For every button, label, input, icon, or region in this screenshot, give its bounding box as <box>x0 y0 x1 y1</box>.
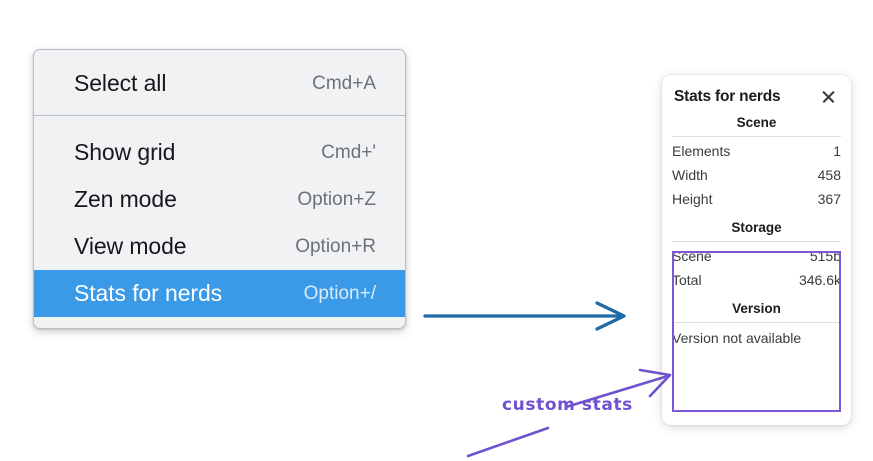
section-title-version: Version <box>732 301 781 316</box>
stat-key: Width <box>672 167 708 183</box>
menu-item-label: Stats for nerds <box>74 280 223 306</box>
stat-value: 346.6k <box>798 272 841 288</box>
menu-item-label: Select all <box>74 70 167 96</box>
stat-value: 367 <box>817 191 841 207</box>
section-title-storage: Storage <box>731 220 782 235</box>
menu-item-label: Zen mode <box>74 186 177 212</box>
stat-version-value: Version not available <box>672 330 802 346</box>
menu-item-shortcut: Option+Z <box>297 188 376 210</box>
stat-value: 458 <box>817 167 841 183</box>
stat-value: 1 <box>833 143 841 159</box>
menu-item-select-all[interactable]: Select all Cmd+A <box>34 60 405 107</box>
section-title-scene: Scene <box>736 115 777 130</box>
menu-item-shortcut: Cmd+' <box>321 141 376 163</box>
stats-panel-title: Stats for nerds <box>674 88 781 105</box>
stat-key: Height <box>672 191 713 207</box>
menu-group-1: Select all Cmd+A <box>34 50 405 115</box>
menu-item-shortcut: Option+R <box>295 235 376 257</box>
menu-divider <box>34 115 405 116</box>
annotation-label-custom-stats: custom stats <box>502 395 633 415</box>
close-icon[interactable] <box>820 88 838 106</box>
blue-arrow <box>423 301 626 331</box>
menu-item-stats-for-nerds[interactable]: Stats for nerds Option+/ <box>34 270 405 317</box>
stat-key: Total <box>672 272 702 288</box>
stat-value: 515b <box>809 248 841 264</box>
context-menu[interactable]: Select all Cmd+A Show grid Cmd+' Zen mod… <box>33 49 406 329</box>
menu-item-shortcut: Cmd+A <box>312 72 376 94</box>
stats-for-nerds-panel[interactable]: Stats for nerds Scene Elements 1 Width 4… <box>662 75 851 425</box>
section-rule <box>672 241 841 242</box>
purple-underline-stroke <box>466 426 550 458</box>
section-rule <box>672 136 841 137</box>
stat-key: Scene <box>672 248 712 264</box>
menu-item-label: Show grid <box>74 139 176 165</box>
menu-item-zen-mode[interactable]: Zen mode Option+Z <box>34 176 405 223</box>
menu-item-show-grid[interactable]: Show grid Cmd+' <box>34 129 405 176</box>
menu-group-2: Show grid Cmd+' Zen mode Option+Z View m… <box>34 116 405 328</box>
menu-item-shortcut: Option+/ <box>303 282 376 304</box>
stat-row-elements: Elements 1 <box>672 139 841 163</box>
stat-key: Elements <box>672 143 731 159</box>
stats-panel-body: Scene Elements 1 Width 458 Height 367 St… <box>662 106 851 351</box>
stat-row-total-size: Total 346.6k <box>672 268 841 292</box>
stats-panel-header: Stats for nerds <box>662 75 851 106</box>
stat-row-width: Width 458 <box>672 163 841 187</box>
menu-item-label: View mode <box>74 233 187 259</box>
section-rule <box>672 322 841 323</box>
menu-item-view-mode[interactable]: View mode Option+R <box>34 223 405 270</box>
stat-row-scene-size: Scene 515b <box>672 244 841 268</box>
stat-row-height: Height 367 <box>672 187 841 211</box>
